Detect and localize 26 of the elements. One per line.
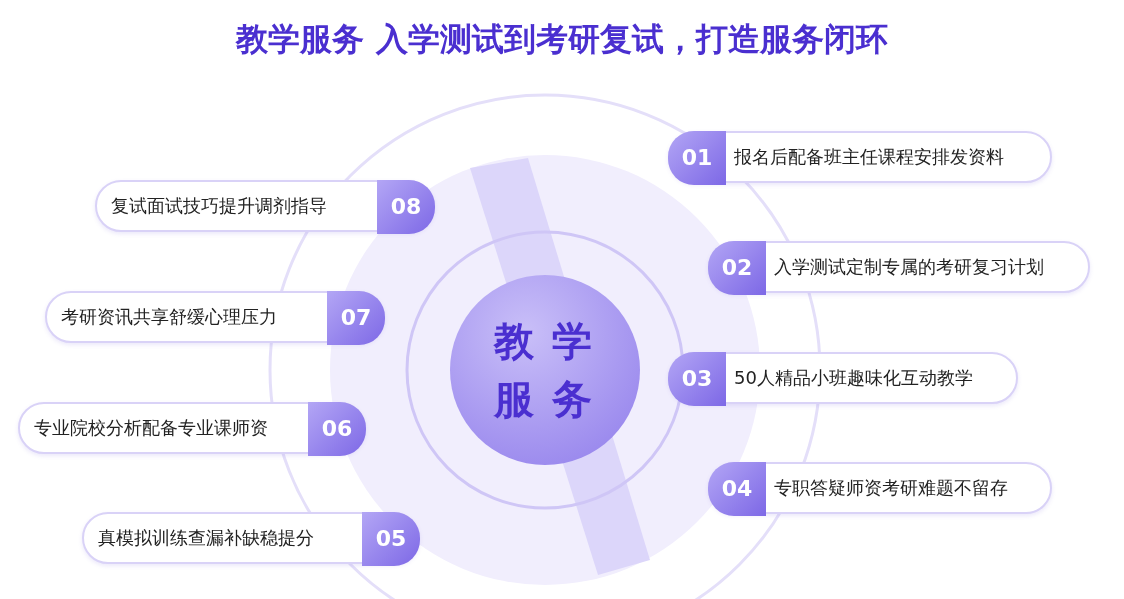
service-pill	[18, 402, 366, 454]
number-badge: 01	[668, 131, 726, 185]
center-title: 教学服务	[492, 317, 611, 424]
service-pill	[668, 131, 1052, 183]
service-pill	[668, 352, 1018, 404]
service-text: 复试面试技巧提升调剂指导	[111, 194, 327, 218]
service-text: 真模拟训练查漏补缺稳提分	[98, 526, 314, 550]
number-badge: 05	[362, 512, 420, 566]
service-pill	[95, 180, 435, 232]
service-pill	[82, 512, 420, 564]
number-badge: 08	[377, 180, 435, 234]
service-text: 考研资讯共享舒缓心理压力	[61, 305, 277, 329]
service-text: 50人精品小班趣味化互动教学	[734, 366, 973, 390]
title: 教学服务 入学测试到考研复试，打造服务闭环	[234, 19, 889, 60]
number-badge: 03	[668, 352, 726, 406]
number-badge: 04	[708, 462, 766, 516]
number-badge: 06	[308, 402, 366, 456]
service-text: 专职答疑师资考研难题不留存	[774, 476, 1008, 500]
service-pill	[45, 291, 385, 343]
number-badge: 02	[708, 241, 766, 295]
service-pill	[708, 241, 1090, 293]
service-text: 报名后配备班主任课程安排发资料	[734, 145, 1004, 169]
number-badge: 07	[327, 291, 385, 345]
service-text: 入学测试定制专属的考研复习计划	[774, 255, 1044, 279]
service-text: 专业院校分析配备专业课师资	[34, 416, 268, 440]
service-pill	[708, 462, 1052, 514]
